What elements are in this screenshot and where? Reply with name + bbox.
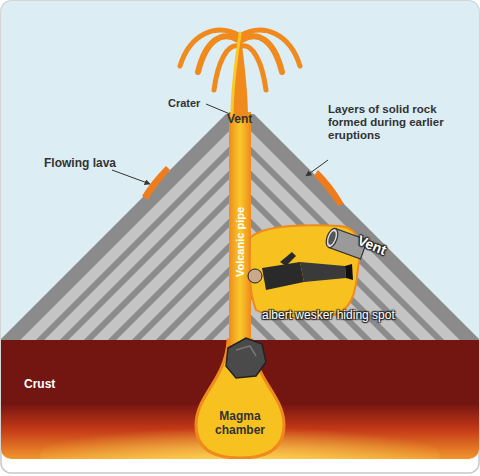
chamber-label: Magma chamber xyxy=(205,410,275,438)
hiding-spot-label: albert wesker hiding spot xyxy=(262,309,462,323)
pipe-label: Volcanic pipe xyxy=(234,207,247,277)
crater-label: Crater xyxy=(168,97,212,110)
leader-line xyxy=(206,104,230,114)
leader-arrow xyxy=(112,170,150,184)
lava-flow xyxy=(314,170,344,206)
rock xyxy=(226,338,266,378)
rock-layer xyxy=(1,320,479,459)
rock-layers xyxy=(1,100,479,459)
vent-label: Vent xyxy=(227,113,267,127)
layers-label: Layers of solid rock formed during earli… xyxy=(328,103,458,143)
crust-label: Crust xyxy=(24,378,84,392)
lying-figure xyxy=(248,252,353,290)
leader-arrow xyxy=(306,160,328,176)
lava-label: Flowing lava xyxy=(44,157,144,171)
volcanic-pipe xyxy=(229,112,251,362)
